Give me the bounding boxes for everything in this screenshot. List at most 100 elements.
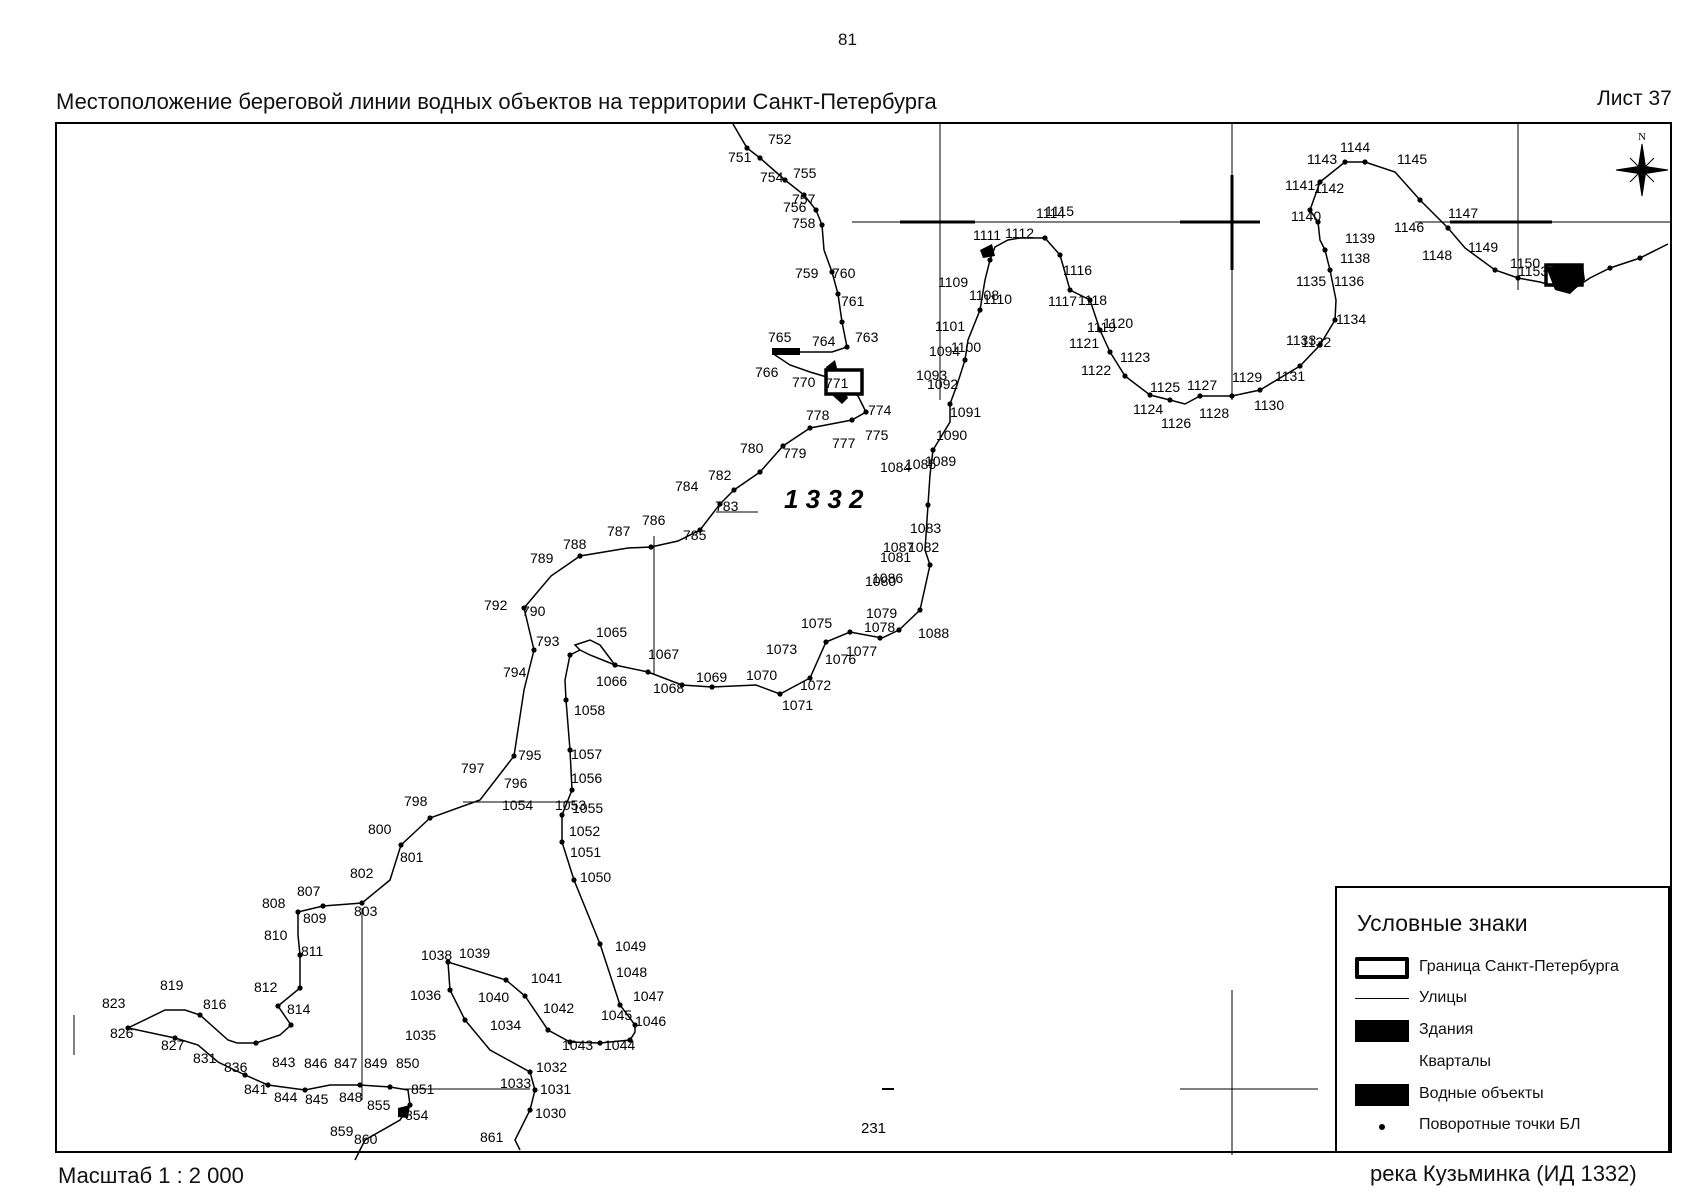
point-label-1077: 1077 (846, 643, 877, 659)
point-label-1083: 1083 (910, 520, 941, 536)
point-label-800: 800 (368, 821, 392, 837)
point-label-1070: 1070 (746, 667, 777, 683)
point-label-777: 777 (832, 435, 856, 451)
point-label-823: 823 (102, 995, 126, 1011)
point-label-1125: 1125 (1150, 379, 1180, 395)
point-label-760: 760 (832, 265, 856, 281)
point-label-1081: 1081 (880, 549, 911, 565)
point-label-803: 803 (354, 903, 378, 919)
river-label: река Кузьминка (ИД 1332) (1370, 1161, 1637, 1186)
point-label-1085: 1085 (905, 456, 936, 472)
point-label-1091: 1091 (950, 404, 981, 420)
point-label-751: 751 (728, 149, 752, 165)
point-label-756: 756 (783, 199, 807, 215)
legend-label: Улицы (1419, 989, 1468, 1006)
boundary-symbol (1355, 957, 1409, 979)
point-label-826: 826 (110, 1025, 134, 1041)
point-label-807: 807 (297, 883, 321, 899)
street-symbol (1355, 998, 1409, 999)
point-label-1145: 1145 (1397, 151, 1427, 167)
point-label-1127: 1127 (1187, 377, 1217, 393)
point-label-1086: 1086 (872, 570, 903, 586)
point-label-1140: 1140 (1291, 208, 1321, 224)
point-label-774: 774 (868, 402, 892, 418)
point-label-847: 847 (334, 1055, 358, 1071)
point-label-752: 752 (768, 131, 792, 147)
point-label-1048: 1048 (616, 964, 647, 980)
point-label-1139: 1139 (1345, 230, 1375, 246)
point-label-1034: 1034 (490, 1017, 521, 1033)
point-label-1076: 1076 (825, 651, 856, 667)
map-frame (55, 122, 1672, 1153)
point-label-1143: 1143 (1307, 151, 1337, 167)
north-arrow-icon (1615, 143, 1669, 197)
point-label-1134: 1134 (1336, 311, 1366, 327)
point-label-1054: 1054 (502, 797, 533, 813)
point-label-1072: 1072 (800, 677, 831, 693)
point-label-1130: 1130 (1254, 397, 1284, 413)
point-label-789: 789 (530, 550, 554, 566)
point-label-796: 796 (504, 775, 528, 791)
point-label-758: 758 (792, 215, 816, 231)
building-symbol (1355, 1020, 1409, 1042)
point-label-1065: 1065 (596, 624, 627, 640)
point-label-1148: 1148 (1422, 247, 1452, 263)
point-label-757: 757 (792, 191, 816, 207)
point-label-1089: 1089 (925, 453, 956, 469)
legend-title: Условные знаки (1357, 910, 1528, 936)
point-label-755: 755 (793, 165, 817, 181)
point-label-1041: 1041 (531, 970, 562, 986)
point-label-1047: 1047 (633, 988, 664, 1004)
point-label-1040: 1040 (478, 989, 509, 1005)
legend-label: Поворотные точки БЛ (1419, 1116, 1581, 1133)
point-label-1080: 1080 (865, 573, 896, 589)
point-label-782: 782 (708, 467, 732, 483)
point-label-855: 855 (367, 1097, 391, 1113)
point-label-850: 850 (396, 1055, 420, 1071)
page-number: 81 (838, 30, 857, 49)
point-label-1073: 1073 (766, 641, 797, 657)
point-label-814: 814 (287, 1001, 311, 1017)
point-label-1132: 1132 (1301, 334, 1331, 350)
point-label-1071: 1071 (782, 697, 813, 713)
point-label-1123: 1123 (1120, 349, 1150, 365)
point-label-792: 792 (484, 597, 508, 613)
point-label-1053: 1053 (555, 797, 586, 813)
point-label-1043: 1043 (562, 1037, 593, 1053)
point-label-1075: 1075 (801, 615, 832, 631)
point-label-1149: 1149 (1468, 239, 1498, 255)
water-symbol (1355, 1084, 1409, 1106)
point-label-1079: 1079 (866, 605, 897, 621)
point-label-793: 793 (536, 633, 560, 649)
legend-item-point: Поворотные точки БЛ (1355, 1113, 1655, 1139)
point-label-785: 785 (683, 527, 707, 543)
point-label-1050: 1050 (580, 869, 611, 885)
map-title: Местоположение береговой линии водных об… (56, 89, 937, 114)
point-label-1150: 1150 (1510, 255, 1540, 271)
point-label-851: 851 (411, 1081, 435, 1097)
point-label-846: 846 (304, 1055, 328, 1071)
point-label-763: 763 (855, 329, 879, 345)
point-label-779: 779 (783, 445, 807, 461)
point-label-1032: 1032 (536, 1059, 567, 1075)
point-label-1051: 1051 (570, 844, 601, 860)
point-label-1078: 1078 (864, 619, 895, 635)
point-label-849: 849 (364, 1055, 388, 1071)
point-label-780: 780 (740, 440, 764, 456)
point-label-1038: 1038 (421, 947, 452, 963)
point-label-854: 854 (405, 1107, 429, 1123)
point-label-831: 831 (193, 1050, 217, 1066)
point-label-1124: 1124 (1133, 401, 1163, 417)
point-label-1067: 1067 (648, 646, 679, 662)
point-label-1035: 1035 (405, 1027, 436, 1043)
point-label-1031: 1031 (540, 1081, 571, 1097)
point-label-1088: 1088 (918, 625, 949, 641)
point-label-1069: 1069 (696, 669, 727, 685)
point-label-1129: 1129 (1232, 369, 1262, 385)
point-label-848: 848 (339, 1089, 363, 1105)
quarter-symbol (1355, 1052, 1409, 1074)
point-label-1109: 1109 (938, 274, 968, 290)
point-label-778: 778 (806, 407, 830, 423)
